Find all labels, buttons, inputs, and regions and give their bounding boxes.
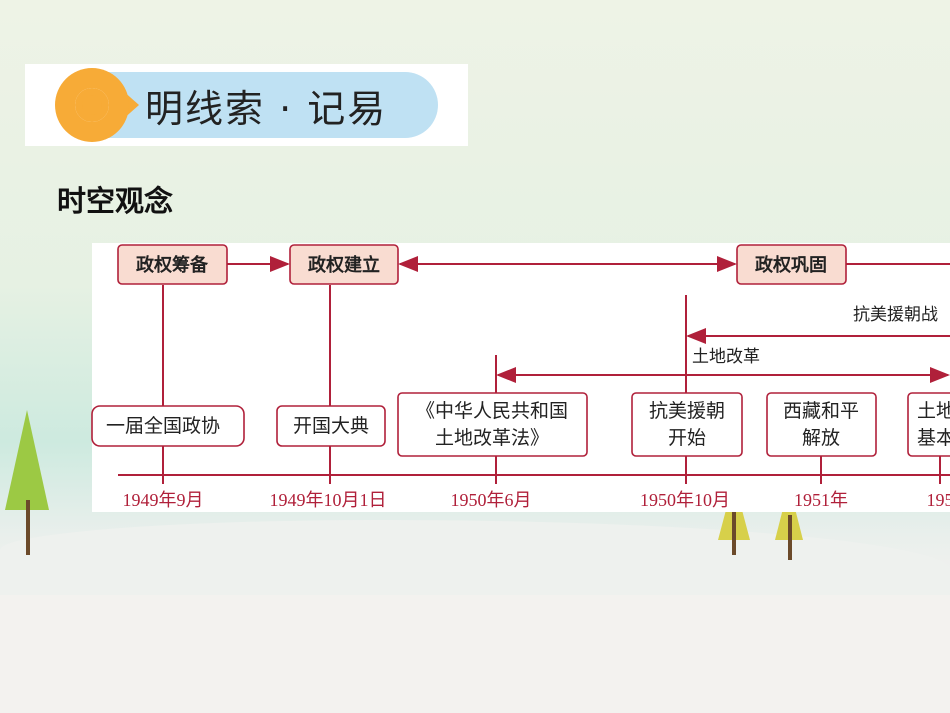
event-box bbox=[631, 392, 743, 457]
phase-label: 政权巩固 bbox=[755, 254, 827, 276]
date-label: 1950年6月 bbox=[451, 490, 532, 510]
event-box bbox=[907, 392, 950, 457]
date-label: 1949年9月 bbox=[123, 490, 204, 510]
date-label: 1951年 bbox=[794, 490, 848, 510]
event-label: 土地改革法》 bbox=[435, 427, 549, 449]
span-label: 抗美援朝战 bbox=[853, 305, 938, 325]
banner-title: 明线索 · 记易 bbox=[145, 87, 388, 131]
event-label: 解放 bbox=[802, 427, 840, 449]
event-box bbox=[766, 392, 877, 457]
phase-box bbox=[117, 244, 228, 285]
event-label: 西藏和平 bbox=[783, 400, 859, 422]
event-box bbox=[91, 405, 245, 447]
phase-box bbox=[736, 244, 847, 285]
event-label: 开始 bbox=[668, 427, 706, 449]
date-label: 1950年10月 bbox=[640, 490, 730, 510]
event-label: 抗美援朝 bbox=[649, 400, 725, 422]
tree-decoration bbox=[5, 410, 49, 510]
span-label: 土地改革 bbox=[692, 347, 760, 367]
phase-label: 政权筹备 bbox=[136, 254, 209, 276]
tree-trunk bbox=[26, 500, 30, 555]
event-label: 土地 bbox=[917, 400, 950, 422]
date-label: 1949年10月1日 bbox=[270, 490, 387, 510]
tree-trunk bbox=[788, 515, 792, 560]
event-label: 基本 bbox=[917, 427, 950, 449]
section-title: 时空观念 bbox=[57, 184, 174, 218]
tree-trunk bbox=[732, 510, 736, 555]
event-box bbox=[276, 405, 386, 447]
event-box bbox=[397, 392, 588, 457]
event-label: 《中华人民共和国 bbox=[416, 400, 568, 422]
phase-box bbox=[289, 244, 399, 285]
event-label: 开国大典 bbox=[293, 415, 369, 437]
target-icon bbox=[55, 68, 129, 142]
date-label: 195 bbox=[927, 490, 950, 510]
banner-pill bbox=[100, 72, 438, 138]
title-banner: 明线索 · 记易 bbox=[25, 64, 468, 146]
phase-label: 政权建立 bbox=[308, 254, 380, 276]
event-label: 一届全国政协 bbox=[106, 415, 220, 437]
